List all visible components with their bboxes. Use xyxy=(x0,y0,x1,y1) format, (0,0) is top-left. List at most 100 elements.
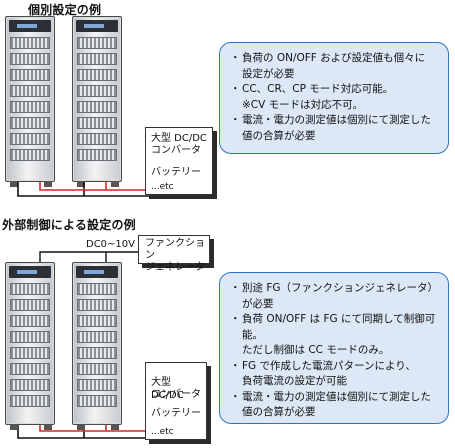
load-unit xyxy=(10,53,50,65)
info-continuation: 値の合算が必要 xyxy=(242,129,316,142)
bullet: ・ xyxy=(230,52,241,64)
rack-foot xyxy=(10,181,18,187)
load-rack-2 xyxy=(72,16,122,187)
info-continuation: が必要 xyxy=(242,297,274,310)
device-box-bottom: 大型 DC/DC コンバータ バッテリー ...etc xyxy=(145,362,207,440)
rack-foot xyxy=(44,424,52,430)
load-unit xyxy=(77,331,117,343)
load-rack-3 xyxy=(5,262,55,430)
info-item: ・CC、CR、CP モード対応可能。 xyxy=(230,82,440,98)
load-unit xyxy=(77,133,117,145)
load-unit xyxy=(77,101,117,113)
load-unit xyxy=(10,69,50,81)
rack-foot xyxy=(77,424,85,430)
heading-external: 外部制御による設定の例 xyxy=(2,218,136,232)
info-text: 負荷の ON/OFF および設定値も個々に xyxy=(242,52,426,64)
info-box-external: ・別途 FG（ファンクションジェネレータ）が必要・負荷 ON/OFF は FG … xyxy=(219,272,449,424)
rack-foot xyxy=(77,181,85,187)
rack-foot xyxy=(111,181,119,187)
bullet: ・ xyxy=(230,313,241,325)
load-unit xyxy=(10,117,50,129)
control-wire-1 xyxy=(39,251,140,262)
load-unit xyxy=(77,149,117,161)
load-unit xyxy=(10,379,50,391)
load-unit xyxy=(77,283,117,295)
info-text: 電流・電力の測定値は個別にて測定した xyxy=(242,390,431,403)
load-unit xyxy=(10,149,50,161)
fg-line-2: ジェネレータ xyxy=(145,262,205,273)
rack-display xyxy=(9,266,51,278)
info-continuation: 設定が必要 xyxy=(242,67,295,80)
device-line-8: ...etc xyxy=(151,427,174,437)
load-unit xyxy=(10,299,50,311)
info-text: 電流・電力の測定値は個別にて測定した xyxy=(242,114,431,126)
info-item: ・電流・電力の測定値は個別にて測定した xyxy=(230,113,440,129)
info-item: ・FG で作成した電流パターンにより、 xyxy=(230,359,440,375)
load-unit xyxy=(77,315,117,327)
dc-voltage-label: DC0~10V xyxy=(86,239,135,250)
wire-black-1 xyxy=(17,182,150,197)
rack-foot xyxy=(111,424,119,430)
load-rack-1 xyxy=(5,16,55,187)
device-line-2: コンバータ xyxy=(151,145,201,156)
load-unit xyxy=(77,299,117,311)
heading-individual: 個別設定の例 xyxy=(28,3,102,17)
device-line-6: コンバータ xyxy=(151,389,201,400)
rack-foot xyxy=(44,181,52,187)
load-unit xyxy=(77,85,117,97)
load-unit xyxy=(10,133,50,145)
load-unit xyxy=(10,283,50,295)
info-continuation: 負荷電流の設定が可能 xyxy=(242,375,347,387)
function-generator-box: ファンクション ジェネレータ xyxy=(138,235,210,273)
load-unit xyxy=(10,347,50,359)
info-continuation: ただし制御は CC モードのみ。 xyxy=(242,344,390,356)
info-continuation: 値の合算が必要 xyxy=(242,406,316,418)
device-box-top: 大型 DC/DC コンバータ バッテリー ...etc xyxy=(145,127,213,195)
info-item: ・別途 FG（ファンクションジェネレータ） xyxy=(230,281,440,297)
device-line-3: バッテリー xyxy=(151,167,201,178)
load-rack-4 xyxy=(72,262,122,430)
load-unit xyxy=(77,53,117,65)
wire-red-1 xyxy=(39,182,150,191)
info-text: CC、CR、CP モード対応可能。 xyxy=(242,83,394,95)
load-unit xyxy=(77,363,117,375)
fg-line-1: ファンクション xyxy=(145,238,205,261)
bullet: ・ xyxy=(230,359,241,372)
info-item: ・負荷 ON/OFF は FG にて同期して制御可能。 xyxy=(230,312,440,343)
load-unit xyxy=(10,395,50,407)
rack-display xyxy=(9,20,51,32)
load-unit xyxy=(77,37,117,49)
load-unit xyxy=(77,395,117,407)
load-unit xyxy=(77,117,117,129)
load-unit xyxy=(10,363,50,375)
device-line-7: バッテリー xyxy=(151,408,201,419)
bullet: ・ xyxy=(230,390,241,403)
load-unit xyxy=(77,379,117,391)
info-text: 別途 FG（ファンクションジェネレータ） xyxy=(242,282,439,294)
bullet: ・ xyxy=(230,83,241,95)
load-unit xyxy=(10,315,50,327)
rack-display xyxy=(76,20,118,32)
info-item: ・負荷の ON/OFF および設定値も個々に xyxy=(230,51,440,67)
load-unit xyxy=(10,37,50,49)
info-item: ・電流・電力の測定値は個別にて測定した xyxy=(230,390,440,406)
load-unit xyxy=(10,101,50,113)
info-text: 負荷 ON/OFF は FG にて同期して制御可能。 xyxy=(242,313,436,341)
wire-black-3 xyxy=(17,425,150,439)
bullet: ・ xyxy=(230,282,241,294)
device-line-5: 大型 DC/DC xyxy=(151,377,184,401)
info-continuation: ※CV モードは対応不可。 xyxy=(242,98,364,111)
load-unit xyxy=(10,331,50,343)
info-text: FG で作成した電流パターンにより、 xyxy=(242,359,416,372)
rack-display xyxy=(76,266,118,278)
wire-red-3 xyxy=(39,425,150,432)
load-unit xyxy=(77,69,117,81)
load-unit xyxy=(10,85,50,97)
device-line-1: 大型 DC/DC xyxy=(151,133,207,144)
load-unit xyxy=(77,347,117,359)
info-box-individual: ・負荷の ON/OFF および設定値も個々に設定が必要・CC、CR、CP モード… xyxy=(219,42,449,154)
device-line-4: ...etc xyxy=(151,182,174,192)
rack-foot xyxy=(10,424,18,430)
bullet: ・ xyxy=(230,114,241,126)
